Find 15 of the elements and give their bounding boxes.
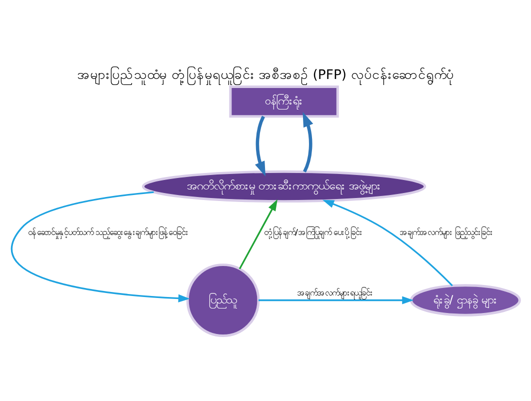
arrow (238, 199, 278, 270)
node-box: ဝန်ကြီးရုံး (229, 86, 339, 118)
edge-label: အချက်အလက်များ ဖြည့်သွင်းခြင်း (400, 227, 494, 238)
node-ellipse: ရုံးခွဲ/ ဌာနခွဲ များ (410, 284, 521, 316)
arrow (258, 296, 414, 304)
arrow (302, 112, 314, 172)
edge-label: ဝန်ဆောင်မှုနှင့်ပတ်သက် သည့်ဆွေးနွေးချက်များဖြန့်ဝေခြင်း (28, 227, 189, 238)
node-ellipse: အဂတိလိုက်စားမှု တားဆီးကာကွယ်ရေး အဖွဲ့များ (142, 170, 426, 203)
node-circle: ပြည်သူ (186, 264, 260, 337)
arrow (322, 200, 453, 286)
arrow (11, 191, 190, 302)
arrow (255, 116, 266, 176)
edge-label: အချက်အလက်များရယူခြင်း (296, 287, 373, 298)
edge-label: တုံ့ပြန်ချက်/အကြံပြုချက် ပေးပို့ခြင်း (264, 227, 363, 238)
diagram-title: အများပြည်သူထံမှ တုံ့ပြန်မှုရယူခြင်း အစီအစဉ် (PFP) လုပ်ငန်းဆောင်ရွက်ပုံ (77, 68, 454, 84)
